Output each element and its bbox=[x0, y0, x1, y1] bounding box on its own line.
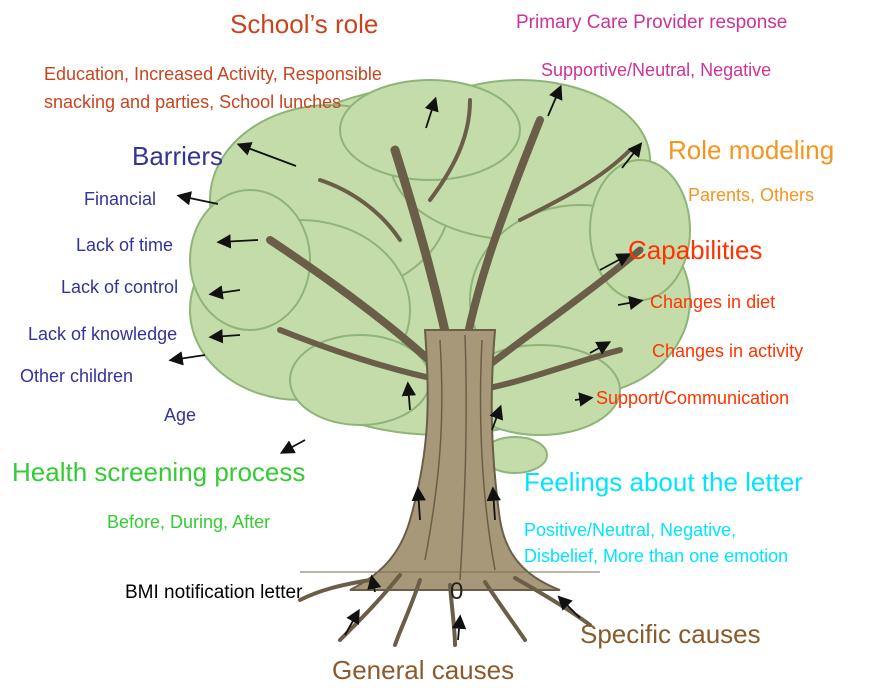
barrier-item: Age bbox=[164, 405, 197, 425]
capability-item: Support/Communication bbox=[596, 388, 790, 408]
arrow-root-center bbox=[451, 614, 467, 641]
arrow-other-children bbox=[168, 351, 206, 366]
arrow-trunk-right bbox=[486, 486, 501, 521]
tree-roots bbox=[298, 573, 592, 647]
arrow-financial bbox=[176, 191, 219, 206]
arrow-lack-of-knowledge bbox=[208, 329, 241, 344]
arrow-support bbox=[574, 392, 594, 407]
arrow-school-role bbox=[424, 96, 439, 129]
tree-trunk bbox=[349, 329, 561, 591]
arrow-provider bbox=[547, 84, 563, 117]
arrow-changes-in-diet bbox=[617, 295, 644, 311]
feelings-title: Feelings about the letter bbox=[524, 467, 803, 497]
role-modeling-detail: Parents, Others bbox=[688, 185, 815, 205]
bmi-letter-label: BMI notification letter bbox=[125, 582, 303, 603]
health-screening-title: Health screening process bbox=[12, 457, 306, 487]
arrow-trunk-upper bbox=[401, 381, 417, 411]
school-role-detail-2: snacking and parties, School lunches bbox=[44, 92, 342, 112]
arrow-changes-in-activity bbox=[589, 341, 612, 355]
capabilities-title: Capabilities bbox=[628, 235, 763, 265]
arrow-root-right bbox=[557, 595, 581, 619]
root-mark: 0 bbox=[450, 578, 464, 605]
health-screening-detail: Before, During, After bbox=[107, 512, 271, 532]
arrow-lack-of-control bbox=[208, 285, 241, 300]
feelings-detail-2: Disbelief, More than one emotion bbox=[524, 546, 789, 566]
arrow-bmi bbox=[367, 574, 382, 593]
capability-item: Changes in diet bbox=[650, 292, 776, 312]
role-modeling-title: Role modeling bbox=[668, 135, 835, 165]
school-role-title: School’s role bbox=[230, 9, 379, 39]
barrier-item: Lack of control bbox=[61, 277, 179, 297]
school-role-detail-1: Education, Increased Activity, Responsib… bbox=[44, 64, 382, 84]
arrow-trunk-left bbox=[411, 486, 426, 521]
barrier-item: Other children bbox=[20, 366, 134, 386]
barrier-item: Lack of knowledge bbox=[28, 324, 178, 344]
arrow-capabilities bbox=[599, 253, 632, 271]
trunk-texture bbox=[424, 334, 496, 581]
arrow-health-screening bbox=[279, 439, 306, 454]
arrows bbox=[168, 84, 644, 641]
capability-item: Changes in activity bbox=[652, 341, 804, 361]
provider-detail: Supportive/Neutral, Negative bbox=[541, 60, 772, 80]
barrier-item: Financial bbox=[84, 189, 157, 209]
feelings-detail-1: Positive/Neutral, Negative, bbox=[524, 520, 737, 540]
arrow-barriers bbox=[236, 142, 297, 167]
barrier-item: Lack of time bbox=[76, 235, 174, 255]
arrow-root-left bbox=[344, 608, 360, 636]
provider-title: Primary Care Provider response bbox=[516, 12, 788, 33]
specific-causes-label: Specific causes bbox=[580, 619, 761, 649]
barriers-title: Barriers bbox=[132, 141, 224, 171]
general-causes-label: General causes bbox=[332, 655, 515, 685]
arrow-feelings bbox=[489, 404, 504, 431]
arrow-role-modeling bbox=[621, 142, 643, 169]
arrow-lack-of-time bbox=[216, 234, 259, 249]
